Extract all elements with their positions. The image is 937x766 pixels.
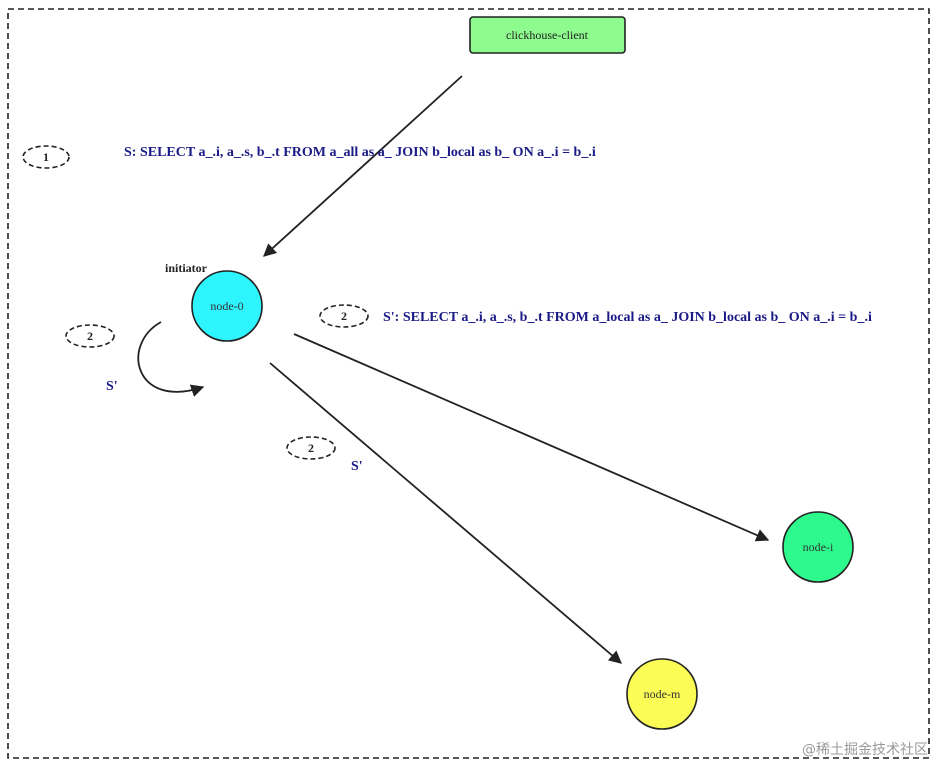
- step-2-badge-number: 2: [341, 309, 347, 323]
- step-2-badge-outline: [319, 304, 369, 328]
- step-2-badge: 2: [319, 304, 369, 328]
- node-0-circle: [191, 270, 263, 342]
- node-i-circle: [782, 511, 854, 583]
- edge-initiator-to-node-m: [269, 362, 622, 664]
- self-loop-badge-number: 2: [87, 329, 93, 343]
- watermark: @稀土掘金技术社区: [802, 742, 928, 758]
- node-0: node-0: [191, 270, 263, 342]
- edge-self-loop: [137, 321, 205, 397]
- client-box: [469, 16, 626, 54]
- to-node-m-badge-outline: [286, 436, 336, 460]
- node-i: node-i: [782, 511, 854, 583]
- to-node-m-badge-number: 2: [308, 441, 314, 455]
- initiator-role-label: initiator: [165, 261, 208, 275]
- node-m-circle: [626, 658, 698, 730]
- self-loop-badge-outline: [65, 324, 115, 348]
- node-m-label: node-m: [644, 687, 681, 701]
- self-loop-label: S': [106, 379, 118, 394]
- to-node-m-label: S': [351, 459, 363, 474]
- edge-initiator-to-node-i: [293, 333, 770, 542]
- step-2-query: S': SELECT a_.i, a_.s, b_.t FROM a_local…: [383, 310, 872, 325]
- step-1-badge-outline: [22, 145, 70, 169]
- client-label: clickhouse-client: [506, 28, 589, 42]
- self-loop-badge: 2: [65, 324, 115, 348]
- node-i-label: node-i: [803, 540, 834, 554]
- step-1-query: S: SELECT a_.i, a_.s, b_.t FROM a_all as…: [124, 145, 596, 160]
- step-1-badge-number: 1: [43, 150, 49, 164]
- clickhouse-client-node: clickhouse-client: [469, 16, 626, 54]
- edge-client-to-initiator: [263, 75, 463, 257]
- node-0-label: node-0: [210, 299, 243, 313]
- diagram-frame: [7, 8, 930, 759]
- step-1-badge: 1: [22, 145, 70, 169]
- node-m: node-m: [626, 658, 698, 730]
- to-node-m-badge: 2: [286, 436, 336, 460]
